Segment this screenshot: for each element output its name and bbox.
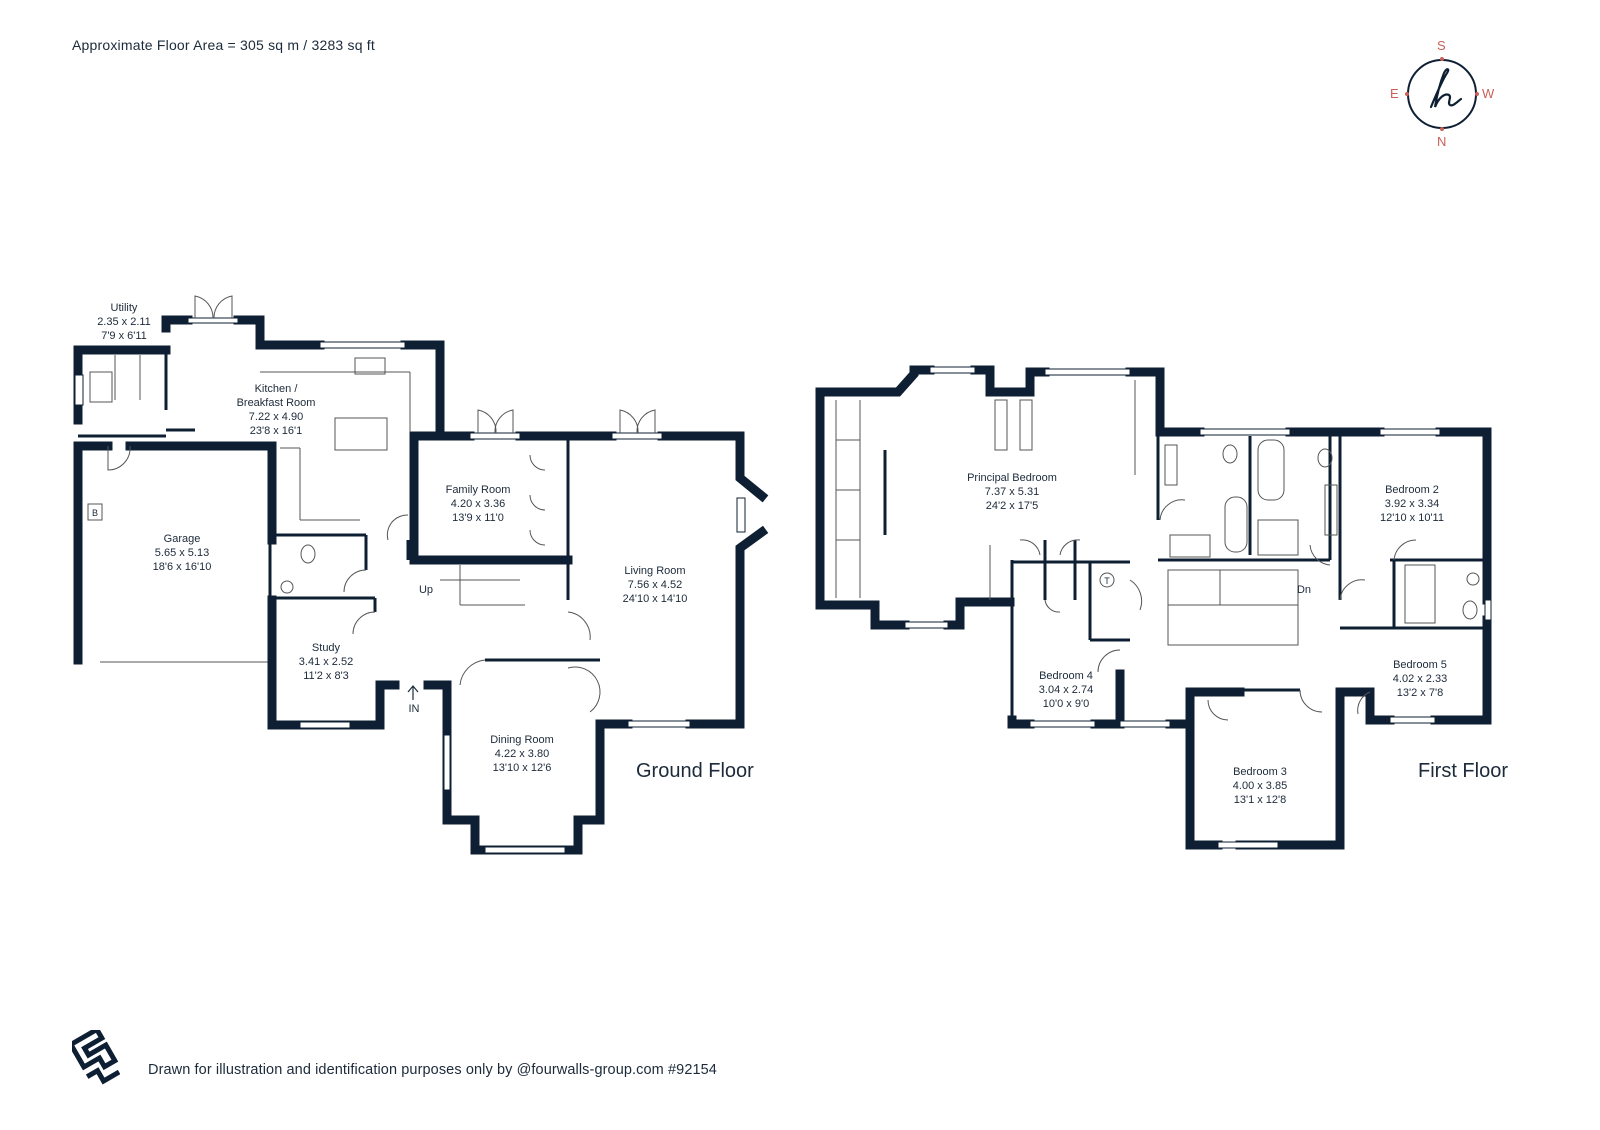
first-floor-openings — [904, 366, 1492, 849]
svg-text:4.00 x 3.85: 4.00 x 3.85 — [1233, 780, 1287, 792]
svg-text:Kitchen /: Kitchen / — [255, 383, 299, 395]
water-tank-icon — [1099, 572, 1115, 588]
svg-text:4.22 x 3.80: 4.22 x 3.80 — [495, 748, 549, 760]
ground-floor-label: Ground Floor — [636, 760, 754, 782]
room-utility: Utility 2.35 x 2.11 7'9 x 6'11 — [97, 302, 151, 342]
room-living: Living Room 7.56 x 4.52 24'10 x 14'10 — [623, 565, 688, 605]
svg-text:Breakfast Room: Breakfast Room — [237, 397, 316, 409]
room-bedroom-5: Bedroom 5 4.02 x 2.33 13'2 x 7'8 — [1393, 659, 1447, 699]
fourwalls-logo-icon — [72, 1030, 120, 1085]
entrance-label: IN — [409, 703, 420, 715]
room-kitchen: Kitchen / Breakfast Room 7.22 x 4.90 23'… — [237, 383, 316, 437]
tank-label: T — [1104, 576, 1110, 586]
svg-text:11'2 x 8'3: 11'2 x 8'3 — [303, 670, 349, 682]
svg-text:7.37 x 5.31: 7.37 x 5.31 — [985, 486, 1039, 498]
ground-floor-walls — [73, 315, 769, 855]
svg-text:Bedroom 2: Bedroom 2 — [1385, 484, 1439, 496]
stairs-up-label: Up — [419, 584, 433, 596]
boiler-icon — [87, 503, 103, 521]
first-floor-walls — [815, 365, 1492, 850]
svg-text:12'10 x 10'11: 12'10 x 10'11 — [1380, 512, 1444, 524]
svg-text:13'9 x 11'0: 13'9 x 11'0 — [452, 512, 504, 524]
room-principal-bedroom: Principal Bedroom 7.37 x 5.31 24'2 x 17'… — [967, 472, 1057, 512]
room-study: Study 3.41 x 2.52 11'2 x 8'3 — [299, 642, 353, 682]
svg-text:Bedroom 3: Bedroom 3 — [1233, 766, 1287, 778]
boiler-label: B — [92, 508, 98, 518]
svg-text:2.35 x 2.11: 2.35 x 2.11 — [97, 316, 151, 328]
svg-text:23'8 x 16'1: 23'8 x 16'1 — [250, 425, 303, 437]
svg-text:13'10 x 12'6: 13'10 x 12'6 — [493, 762, 552, 774]
svg-text:24'10 x 14'10: 24'10 x 14'10 — [623, 593, 688, 605]
svg-text:Bedroom 4: Bedroom 4 — [1039, 670, 1093, 682]
svg-text:7.22 x 4.90: 7.22 x 4.90 — [249, 411, 303, 423]
svg-text:4.02 x 2.33: 4.02 x 2.33 — [1393, 673, 1447, 685]
svg-text:24'2 x 17'5: 24'2 x 17'5 — [986, 500, 1039, 512]
svg-text:Utility: Utility — [111, 302, 138, 314]
room-garage: Garage 5.65 x 5.13 18'6 x 16'10 — [153, 533, 212, 573]
svg-text:7.56 x 4.52: 7.56 x 4.52 — [628, 579, 682, 591]
svg-text:3.92 x 3.34: 3.92 x 3.34 — [1385, 498, 1439, 510]
svg-text:Principal Bedroom: Principal Bedroom — [967, 472, 1057, 484]
compass-logo-icon — [1405, 57, 1479, 131]
stairs-down-label: Dn — [1297, 584, 1311, 596]
room-bedroom-3: Bedroom 3 4.00 x 3.85 13'1 x 12'8 — [1233, 766, 1287, 806]
svg-text:13'2 x 7'8: 13'2 x 7'8 — [1397, 687, 1443, 699]
room-labels: Utility 2.35 x 2.11 7'9 x 6'11 Kitchen /… — [92, 302, 1447, 806]
svg-text:Living Room: Living Room — [624, 565, 685, 577]
room-family: Family Room 4.20 x 3.36 13'9 x 11'0 — [446, 484, 511, 524]
svg-text:Bedroom 5: Bedroom 5 — [1393, 659, 1447, 671]
room-bedroom-2: Bedroom 2 3.92 x 3.34 12'10 x 10'11 — [1380, 484, 1444, 524]
compass-w: W — [1482, 86, 1495, 101]
svg-text:7'9 x 6'11: 7'9 x 6'11 — [101, 330, 147, 342]
svg-text:3.41 x 2.52: 3.41 x 2.52 — [299, 656, 353, 668]
ground-floor-openings — [74, 295, 746, 854]
svg-text:Study: Study — [312, 642, 341, 654]
svg-text:13'1 x 12'8: 13'1 x 12'8 — [1234, 794, 1287, 806]
room-dining: Dining Room 4.22 x 3.80 13'10 x 12'6 — [490, 734, 554, 774]
svg-text:18'6 x 16'10: 18'6 x 16'10 — [153, 561, 212, 573]
compass-s: S — [1437, 38, 1446, 53]
compass-e: E — [1390, 86, 1399, 101]
svg-text:10'0 x 9'0: 10'0 x 9'0 — [1043, 698, 1089, 710]
svg-text:Family Room: Family Room — [446, 484, 511, 496]
svg-text:3.04 x 2.74: 3.04 x 2.74 — [1039, 684, 1093, 696]
floor-area-text: Approximate Floor Area = 305 sq m / 3283… — [72, 37, 375, 53]
first-floor-label: First Floor — [1418, 760, 1508, 782]
svg-text:Dining Room: Dining Room — [490, 734, 554, 746]
footer-disclaimer: Drawn for illustration and identificatio… — [148, 1062, 717, 1078]
svg-text:4.20 x 3.36: 4.20 x 3.36 — [451, 498, 505, 510]
entrance-arrow-icon — [407, 685, 419, 700]
compass-n: N — [1437, 134, 1447, 149]
svg-text:5.65 x 5.13: 5.65 x 5.13 — [155, 547, 209, 559]
room-bedroom-4: Bedroom 4 3.04 x 2.74 10'0 x 9'0 — [1039, 670, 1093, 710]
svg-text:Garage: Garage — [164, 533, 201, 545]
